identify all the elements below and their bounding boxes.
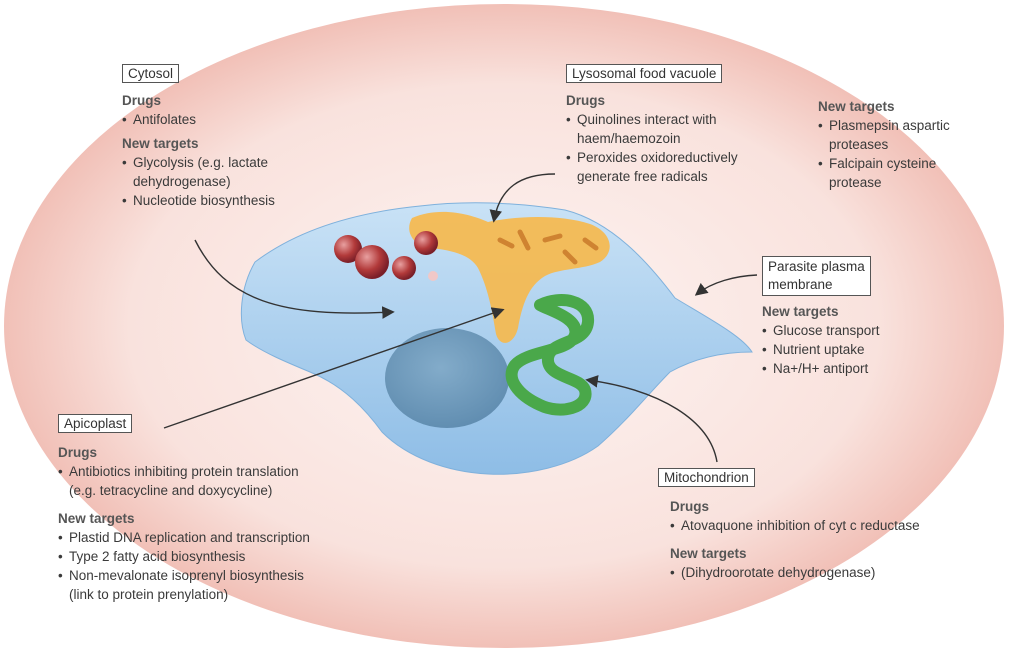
mitochondrion-panel: Mitochondrion Drugs Atovaquone inhibitio… <box>658 468 920 582</box>
apicoplast-target: Non-mevalonate isoprenyl biosynthesis <box>58 566 310 585</box>
lysosome-drug-cont: generate free radicals <box>566 167 738 186</box>
apicoplast-title: Apicoplast <box>58 414 132 433</box>
lysosome-panel: Lysosomal food vacuole Drugs Quinolines … <box>566 64 738 186</box>
apicoplast-target-cont: (link to protein prenylation) <box>58 585 310 604</box>
lysosome-target-cont: protease <box>818 173 950 192</box>
apicoplast-drug-cont: (e.g. tetracycline and doxycycline) <box>58 481 310 500</box>
lysosome-target-cont: proteases <box>818 135 950 154</box>
mitochondrion-drug: Atovaquone inhibition of cyt c reductase <box>670 516 920 535</box>
cytosol-title: Cytosol <box>122 64 179 83</box>
membrane-target: Na+/H+ antiport <box>762 359 880 378</box>
lysosome-targets-heading: New targets <box>818 97 950 116</box>
membrane-target: Glucose transport <box>762 321 880 340</box>
cytosol-target: Nucleotide biosynthesis <box>122 191 275 210</box>
cytosol-targets-heading: New targets <box>122 134 275 153</box>
cytosol-drug: Antifolates <box>122 110 275 129</box>
cytosol-panel: Cytosol Drugs Antifolates New targets Gl… <box>122 64 275 210</box>
lysosome-targets-panel: New targets Plasmepsin aspartic protease… <box>818 97 950 192</box>
lysosome-drug: Peroxides oxidoreductively <box>566 148 738 167</box>
membrane-title-line1: Parasite plasma <box>768 258 865 276</box>
lysosome-target: Falcipain cysteine <box>818 154 950 173</box>
membrane-panel: Parasite plasma membrane New targets Glu… <box>762 256 880 378</box>
mitochondrion-drugs-heading: Drugs <box>670 497 920 516</box>
lysosome-drug: Quinolines interact with <box>566 110 738 129</box>
lysosome-target: Plasmepsin aspartic <box>818 116 950 135</box>
apicoplast-targets-heading: New targets <box>58 509 310 528</box>
mitochondrion-title: Mitochondrion <box>658 468 755 487</box>
membrane-title: Parasite plasma membrane <box>762 256 871 296</box>
apicoplast-drugs-heading: Drugs <box>58 443 310 462</box>
apicoplast-target: Plastid DNA replication and transcriptio… <box>58 528 310 547</box>
apicoplast-target: Type 2 fatty acid biosynthesis <box>58 547 310 566</box>
membrane-target: Nutrient uptake <box>762 340 880 359</box>
lysosome-drug-cont: haem/haemozoin <box>566 129 738 148</box>
membrane-targets-heading: New targets <box>762 302 880 321</box>
cytosol-target-cont: dehydrogenase) <box>122 172 275 191</box>
lysosome-drugs-heading: Drugs <box>566 91 738 110</box>
lysosome-title: Lysosomal food vacuole <box>566 64 722 83</box>
apicoplast-drug: Antibiotics inhibiting protein translati… <box>58 462 310 481</box>
mitochondrion-targets-heading: New targets <box>670 544 920 563</box>
mitochondrion-target: (Dihydroorotate dehydrogenase) <box>670 563 920 582</box>
membrane-title-line2: membrane <box>768 276 865 294</box>
cytosol-target: Glycolysis (e.g. lactate <box>122 153 275 172</box>
apicoplast-panel: Apicoplast Drugs Antibiotics inhibiting … <box>58 414 310 604</box>
cytosol-drugs-heading: Drugs <box>122 91 275 110</box>
nucleus <box>385 328 509 428</box>
